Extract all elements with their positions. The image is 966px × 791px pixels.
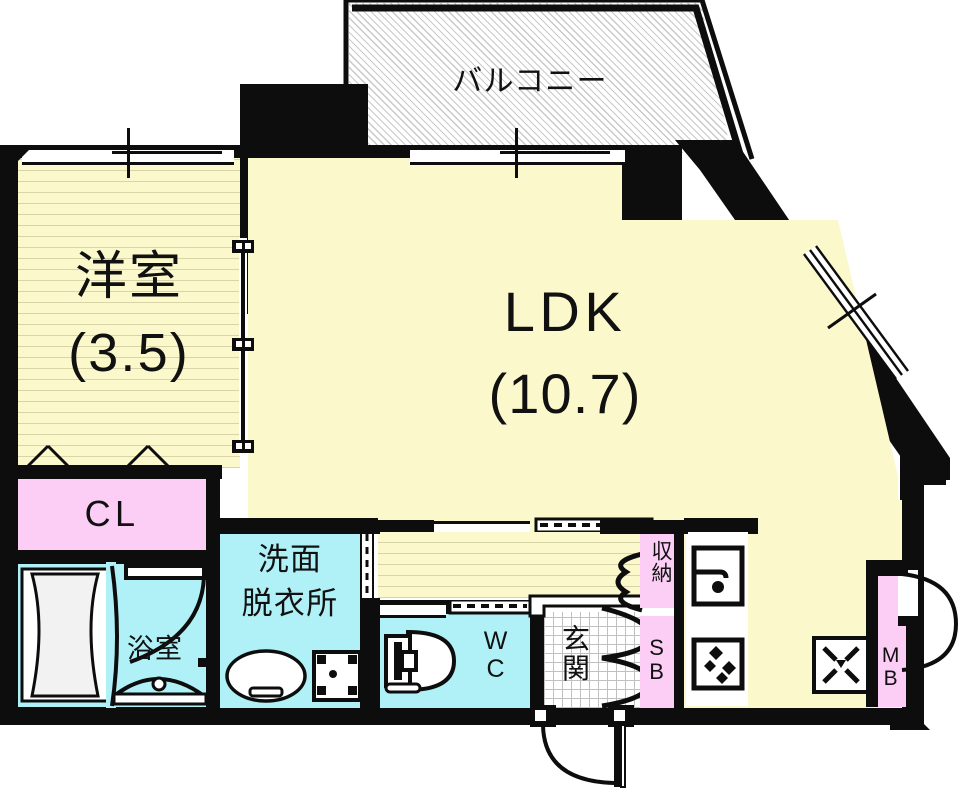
wall-storage-right xyxy=(674,520,684,708)
genkan-area xyxy=(544,612,642,708)
closet-label: CL xyxy=(84,493,140,534)
shoebox-label-line2: B xyxy=(649,659,665,684)
shoebox-label-line1: S xyxy=(649,635,665,660)
washroom-label-line1: 洗面 xyxy=(257,542,323,578)
washbasin xyxy=(225,649,307,703)
wall-ldk-bottom xyxy=(248,518,378,532)
bath-vanity-counter xyxy=(112,676,208,706)
wall-mb-top xyxy=(866,560,908,576)
bath-label: 浴室 xyxy=(126,634,184,665)
wall-closet-bottom xyxy=(18,550,218,564)
bath-door-jamb-bottom xyxy=(198,650,218,668)
wall-ldk-floor-divider xyxy=(374,520,434,532)
balcony-window-track xyxy=(500,151,610,154)
wall-kitchen-top xyxy=(684,518,758,534)
storage-door-swing[interactable] xyxy=(608,551,648,614)
wc-door-sash-left[interactable] xyxy=(380,602,446,618)
bath-door-jamb-top xyxy=(198,556,218,574)
storage-area xyxy=(640,532,674,608)
washing-machine-pan xyxy=(312,650,362,702)
closet-area xyxy=(18,478,206,550)
shoebox-area xyxy=(640,616,674,708)
wall-genkan-left xyxy=(530,600,544,708)
toilet xyxy=(384,629,457,694)
bedroom-area-label: (3.5) xyxy=(68,323,190,383)
entry-door-swing[interactable] xyxy=(530,705,650,791)
gas-stove xyxy=(691,637,745,691)
kitchen-sink xyxy=(691,545,745,607)
wall-bedroom-left xyxy=(0,145,18,565)
wc-label-line1: W xyxy=(483,627,509,655)
balcony-area xyxy=(349,3,731,153)
wall-left-lower xyxy=(0,555,18,725)
wall-ldk-bottom-right xyxy=(648,520,688,534)
genkan-label: 玄関 xyxy=(558,624,591,683)
balcony-label: バルコニー xyxy=(452,64,608,99)
wall-bedroom-bottom xyxy=(0,465,222,479)
wall-bottom xyxy=(0,707,920,725)
bathtub xyxy=(20,567,110,703)
bedroom-area xyxy=(18,158,240,468)
bath-door-swing[interactable] xyxy=(106,562,216,710)
wall-bedroom-corner xyxy=(0,145,34,179)
storage-label: 収納 xyxy=(649,540,673,584)
wall-top-ldk-right xyxy=(620,145,682,220)
ldk-area-label: (10.7) xyxy=(488,362,642,425)
wc-door-sash-right[interactable] xyxy=(448,598,532,615)
wall-wc-left xyxy=(362,598,380,708)
drain-pan xyxy=(812,636,870,694)
meterbox-label-line1: M xyxy=(881,644,901,667)
wall-mb-left xyxy=(866,575,878,707)
ldk-name-label: LDK xyxy=(503,280,627,343)
ldk-angled-window[interactable] xyxy=(780,245,920,430)
meterbox-label-line2: B xyxy=(883,667,899,690)
bedroom-sliding-door[interactable] xyxy=(228,238,258,456)
hallway-floor xyxy=(378,532,648,598)
washroom-label-line2: 脱衣所 xyxy=(241,586,339,622)
wall-ldk-bottom-left xyxy=(220,518,230,534)
bedroom-name-label: 洋室 xyxy=(74,247,184,307)
mb-door-swing[interactable] xyxy=(898,570,966,690)
wc-label-line2: C xyxy=(486,655,506,683)
bedroom-window-track xyxy=(112,151,222,154)
